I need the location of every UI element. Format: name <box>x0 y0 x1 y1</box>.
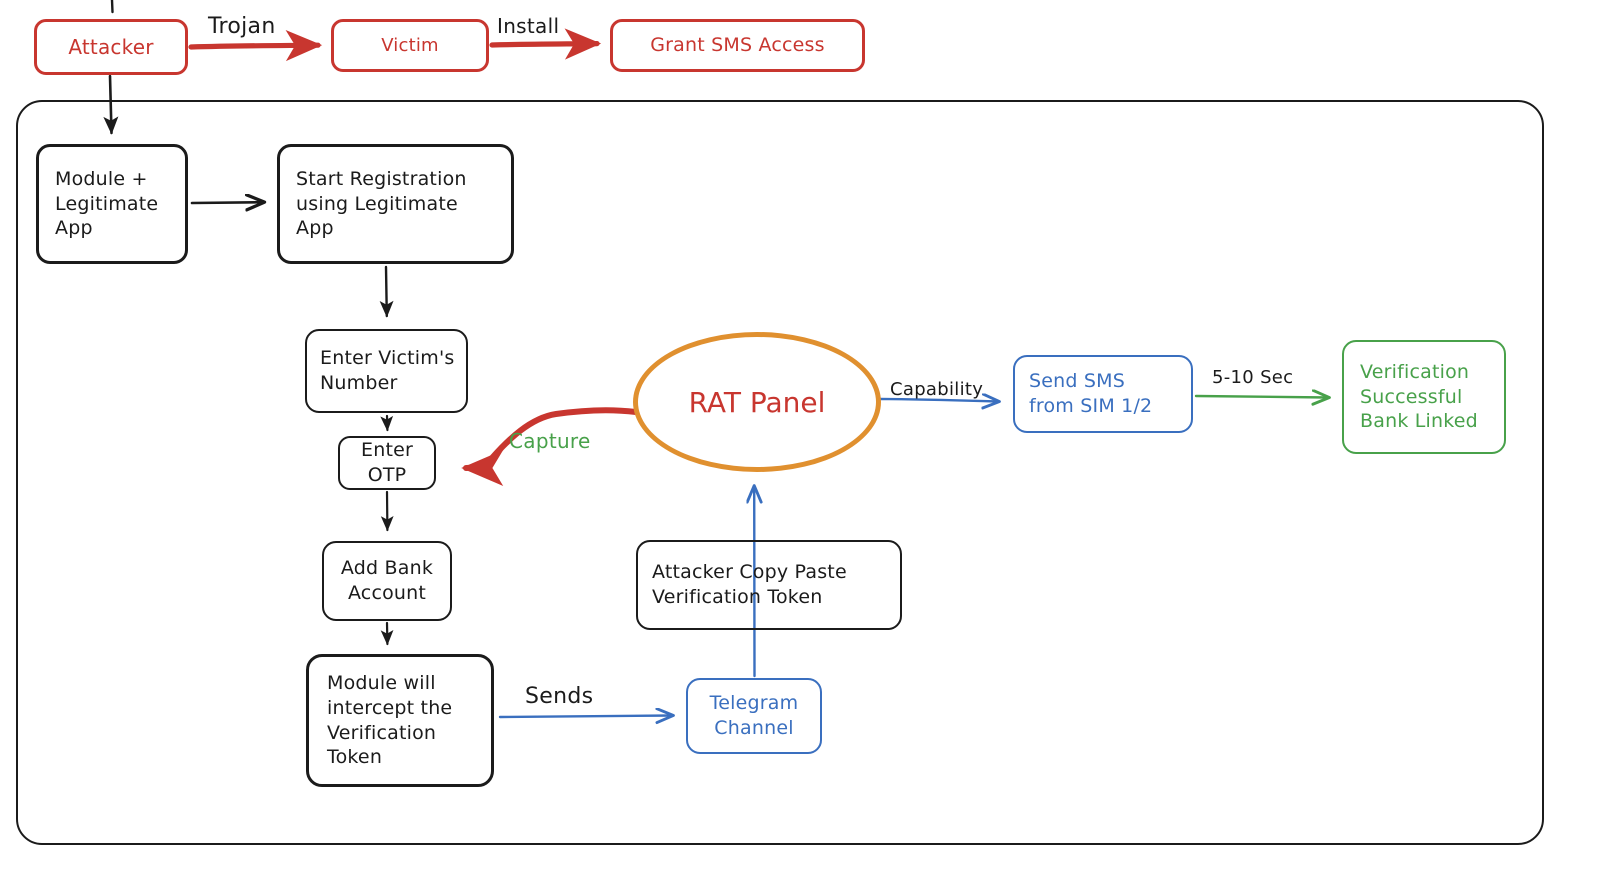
node-attacker-line-0: Attacker <box>68 35 154 59</box>
node-telegram-channel-line-0: Telegram <box>709 692 799 715</box>
node-rat-panel-label: RAT Panel <box>688 385 826 419</box>
edge-stub-above-attacker <box>110 0 114 14</box>
node-enter-otp-line-0: Enter <box>361 439 413 462</box>
node-verification-successful-line-2: Bank Linked <box>1360 410 1478 433</box>
node-module-intercept-verification-token[interactable]: Module will intercept the Verification T… <box>306 654 494 787</box>
node-enter-otp-line-1: OTP <box>367 464 407 486</box>
main-flow-container <box>16 100 1544 845</box>
node-victim[interactable]: Victim <box>331 19 489 72</box>
node-grant-sms-access[interactable]: Grant SMS Access <box>610 19 865 72</box>
node-module-legitimate-app-line-0: Module + <box>55 167 148 190</box>
edge-label-sends: Sends <box>525 684 594 709</box>
node-send-sms-line-0: Send SMS <box>1029 370 1126 393</box>
edge-install-line <box>489 28 602 60</box>
edge-attacker-to-module-line <box>103 74 119 135</box>
node-enter-otp[interactable]: Enter OTP <box>338 436 436 490</box>
node-module-legitimate-app-line-1: Legitimate <box>55 192 159 215</box>
node-enter-victims-number[interactable]: Enter Victim's Number <box>305 329 468 413</box>
edge-label-capture: Capture <box>509 429 591 453</box>
node-verification-successful-bank-linked[interactable]: Verification Successful Bank Linked <box>1342 340 1506 454</box>
node-add-bank-account-line-0: Add Bank <box>340 557 434 580</box>
node-enter-victims-number-line-1: Number <box>320 372 398 394</box>
node-victim-line-0: Victim <box>381 34 439 56</box>
node-start-registration[interactable]: Start Registration using Legitimate App <box>277 144 514 264</box>
node-attacker-copy-paste-verification-token[interactable]: Attacker Copy Paste Verification Token <box>636 540 902 630</box>
node-attacker-copy-paste-line-1: Verification Token <box>652 586 823 608</box>
edge-capability-line <box>878 399 998 402</box>
node-send-sms-from-sim[interactable]: Send SMS from SIM 1/2 <box>1013 355 1193 433</box>
edge-label-install: Install <box>497 14 560 38</box>
edge-label-capability: Capability <box>890 379 984 400</box>
edge-label-5-10-sec: 5-10 Sec <box>1212 367 1294 388</box>
edge-5-10-sec-line <box>1194 396 1328 398</box>
edge-start-to-number-line <box>379 265 394 318</box>
edge-module-to-start-line <box>190 202 263 203</box>
node-module-intercept-line-1: intercept the <box>327 696 453 719</box>
node-enter-victims-number-line-0: Enter Victim's <box>320 347 455 370</box>
node-add-bank-account[interactable]: Add Bank Account <box>322 541 452 621</box>
node-start-registration-line-1: using Legitimate <box>296 192 458 215</box>
node-rat-panel[interactable]: RAT Panel <box>633 332 881 472</box>
edge-sends-line <box>498 716 672 718</box>
node-attacker-copy-paste-line-0: Attacker Copy Paste <box>652 561 847 584</box>
node-attacker[interactable]: Attacker <box>34 19 188 75</box>
node-add-bank-account-line-1: Account <box>347 582 427 604</box>
node-grant-sms-access-line-0: Grant SMS Access <box>650 34 825 57</box>
node-module-intercept-line-2: Verification <box>327 721 437 744</box>
node-module-legitimate-app[interactable]: Module + Legitimate App <box>36 144 188 264</box>
node-start-registration-line-0: Start Registration <box>296 167 467 190</box>
node-telegram-channel[interactable]: Telegram Channel <box>686 678 822 754</box>
node-module-intercept-line-0: Module will <box>327 672 436 695</box>
node-verification-successful-line-0: Verification <box>1360 360 1470 383</box>
node-module-legitimate-app-line-2: App <box>55 217 93 240</box>
node-send-sms-line-1: from SIM 1/2 <box>1029 395 1153 417</box>
edge-trojan-line <box>188 29 323 62</box>
node-module-intercept-line-3: Token <box>327 746 383 769</box>
edge-capture-line <box>461 407 639 486</box>
node-verification-successful-line-1: Successful <box>1360 385 1463 408</box>
node-start-registration-line-2: App <box>296 217 334 240</box>
node-telegram-channel-line-1: Channel <box>714 717 794 739</box>
edge-label-trojan: Trojan <box>208 14 276 39</box>
